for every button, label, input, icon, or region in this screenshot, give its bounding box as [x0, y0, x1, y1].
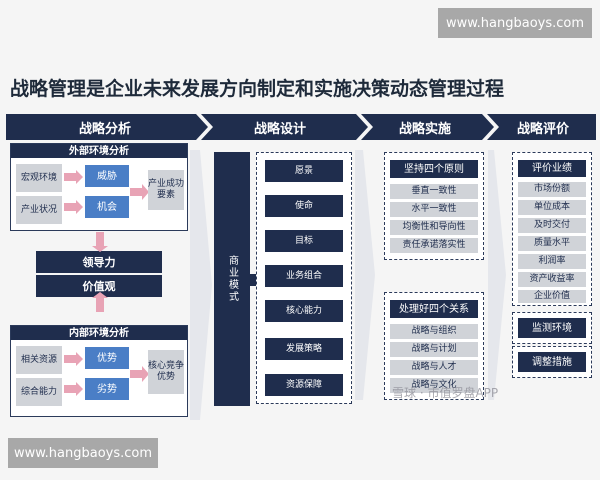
kpi-item: 单位成本: [518, 200, 586, 215]
kpi-item: 企业价值: [518, 290, 586, 303]
industry-success-factors-box: 产业成功要素: [148, 170, 184, 210]
vertical-connector-arrows: [92, 232, 108, 312]
business-model-bar: 商业模式: [214, 152, 250, 406]
weakness-box: 劣势: [85, 378, 129, 400]
watermark-url-bottom: www.hangbaoys.com: [8, 438, 158, 468]
design-item-resource-guarantee: 资源保障: [265, 374, 343, 396]
monitor-environment-box: 监测环境: [518, 318, 586, 338]
opportunity-box: 机会: [85, 196, 129, 218]
source-watermark: 雪球 · 市值罗盘APP: [392, 386, 499, 400]
kpi-item: 及时交付: [518, 218, 586, 233]
design-item-business-portfolio: 业务组合: [265, 265, 343, 287]
stage-label-evaluation: 战略评价: [516, 121, 569, 137]
stage-chevron-design: [201, 114, 368, 140]
stage-label-implementation: 战略实施: [398, 121, 451, 137]
pink-arrow-external-result: [130, 184, 149, 200]
comprehensive-ability-box: 综合能力: [16, 378, 62, 406]
strength-box: 优势: [85, 347, 129, 369]
design-item-vision: 愿景: [265, 160, 343, 182]
page-title: 战略管理是企业未来发展方向制定和实施决策动态管理过程: [10, 78, 505, 100]
principle-item: 均衡性和导向性: [390, 220, 478, 235]
principle-item: 垂直一致性: [390, 184, 478, 199]
stage-label-design: 战略设计: [253, 121, 306, 137]
kpi-item: 资产收益率: [518, 272, 586, 287]
values-box: 价值观: [36, 275, 162, 297]
principle-item: 水平一致性: [390, 202, 478, 217]
design-item-development-strategy: 发展策略: [265, 338, 343, 360]
principle-item: 责任承诺落实性: [390, 238, 478, 253]
big-arrow-analysis-to-design: [190, 150, 212, 420]
kpi-item: 市场份额: [518, 182, 586, 197]
kpi-item: 质量水平: [518, 236, 586, 251]
core-competitive-advantage-box: 核心竞争优势: [148, 350, 184, 394]
design-item-mission: 使命: [265, 195, 343, 217]
related-resources-box: 相关资源: [16, 346, 62, 374]
adjust-measures-box: 调整措施: [518, 352, 586, 372]
pink-arrows-external: [64, 170, 83, 214]
stage-chevron-evaluation: [487, 114, 596, 140]
relation-item: 战略与计划: [390, 342, 478, 357]
leadership-box: 领导力: [36, 251, 162, 273]
threat-box: 威胁: [85, 165, 129, 187]
relation-item: 战略与人才: [390, 360, 478, 375]
internal-analysis-header: 内部环境分析: [11, 326, 187, 340]
relations-header: 处理好四个关系: [390, 300, 478, 318]
stage-chevron-analysis: [6, 114, 208, 140]
big-arrow-design-to-implementation: [355, 150, 375, 400]
design-item-goal: 目标: [265, 230, 343, 252]
stage-chevron-bar: [6, 114, 596, 140]
external-analysis-header: 外部环境分析: [11, 144, 187, 158]
macro-environment-box: 宏观环境: [16, 164, 62, 192]
industry-status-box: 产业状况: [16, 196, 62, 224]
stage-chevron-implementation: [361, 114, 494, 140]
stage-label-analysis: 战略分析: [78, 121, 131, 137]
kpi-header: 评价业绩: [518, 160, 586, 177]
relation-item: 战略与文化: [390, 378, 478, 393]
kpi-item: 利润率: [518, 254, 586, 269]
business-model-label: 商业模式: [226, 255, 238, 303]
design-item-core-capability: 核心能力: [265, 300, 343, 322]
pink-arrow-internal-result: [130, 366, 149, 382]
pink-arrows-internal: [64, 352, 83, 396]
principles-header: 坚持四个原则: [390, 160, 478, 178]
relation-item: 战略与组织: [390, 324, 478, 339]
watermark-url-top: www.hangbaoys.com: [438, 8, 592, 38]
big-arrow-implementation-to-evaluation: [488, 150, 506, 400]
